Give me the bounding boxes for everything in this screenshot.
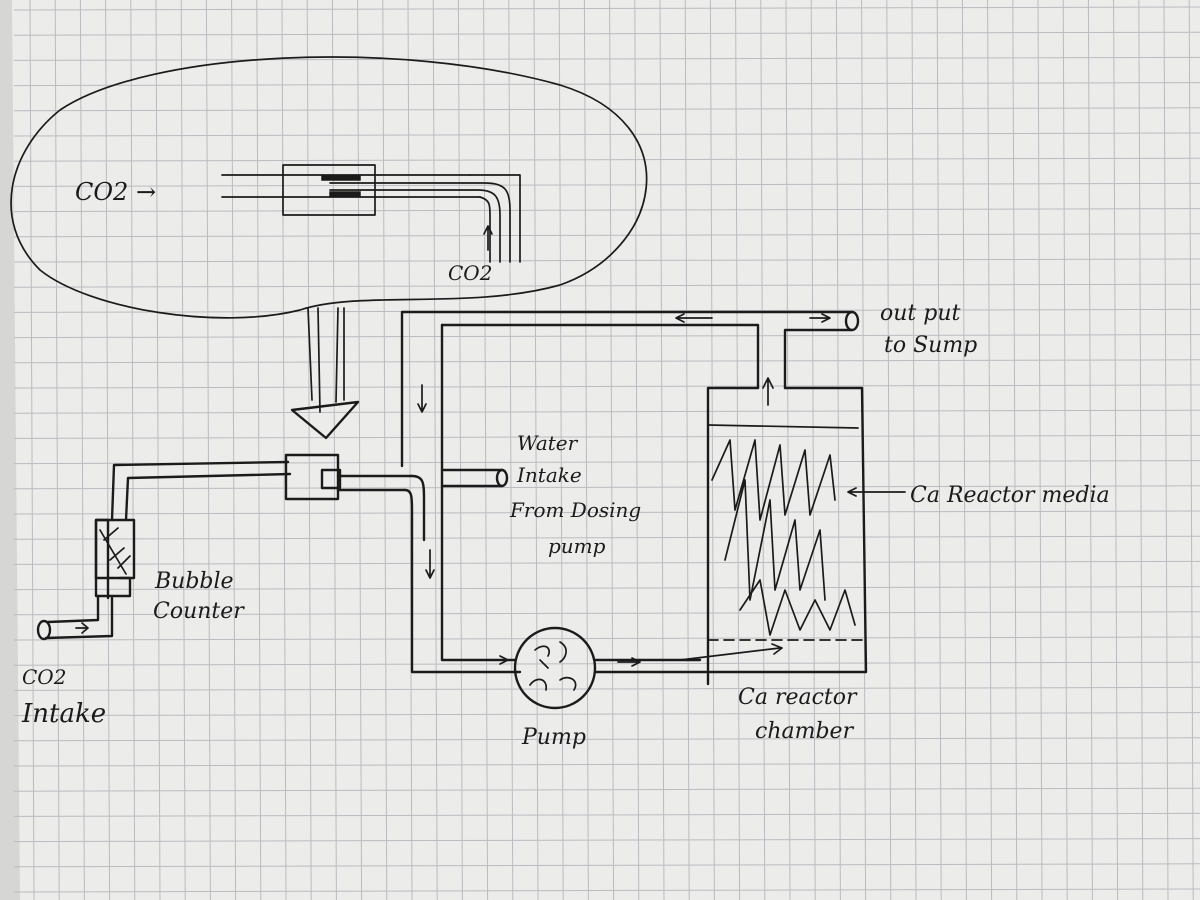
chamber-label-2: chamber <box>755 719 855 744</box>
reactor-chamber <box>706 377 906 686</box>
water-intake-label-2: Intake <box>516 463 582 487</box>
chamber-label-1: Ca reactor <box>738 685 858 710</box>
output-label-2: to Sump <box>884 333 977 358</box>
water-intake-tube <box>440 468 509 488</box>
grid-lines <box>13 0 1200 900</box>
bubble-label-1: Bubble <box>154 569 234 594</box>
paper-sheet <box>12 0 1200 900</box>
output-label-1: out put <box>880 301 961 326</box>
co2-out-label: CO2 <box>448 261 492 285</box>
detail-fitting <box>221 164 521 263</box>
water-intake-label-3: From Dosing <box>509 498 641 522</box>
co2-injection-fitting <box>284 453 426 542</box>
bubble-label-2: Counter <box>153 599 245 624</box>
water-intake-label-4: pump <box>548 534 606 558</box>
loop-tubing <box>400 310 860 674</box>
co2-intake-label-1: CO2 <box>22 665 66 689</box>
media-label: Ca Reactor media <box>910 483 1110 508</box>
pump <box>513 626 783 710</box>
water-intake-label-1: Water <box>517 431 579 455</box>
pump-label: Pump <box>521 725 586 750</box>
co2-in-label: CO2 → <box>75 178 156 206</box>
zoom-arrow <box>290 307 360 440</box>
co2-intake-label-2: Intake <box>21 699 106 729</box>
bubble-counter <box>36 460 292 641</box>
detail-bubble-outline <box>10 56 648 319</box>
